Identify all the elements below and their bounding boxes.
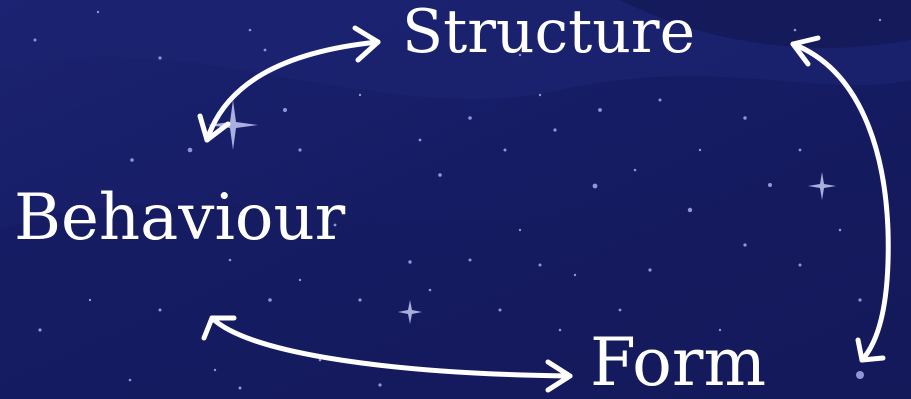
arrow-behaviour-form bbox=[204, 318, 570, 390]
arrow-structure-form bbox=[793, 38, 888, 360]
node-form: Form bbox=[590, 330, 766, 396]
node-structure: Structure bbox=[402, 2, 695, 62]
node-behaviour: Behaviour bbox=[14, 186, 345, 250]
arrow-behaviour-structure bbox=[200, 28, 378, 140]
